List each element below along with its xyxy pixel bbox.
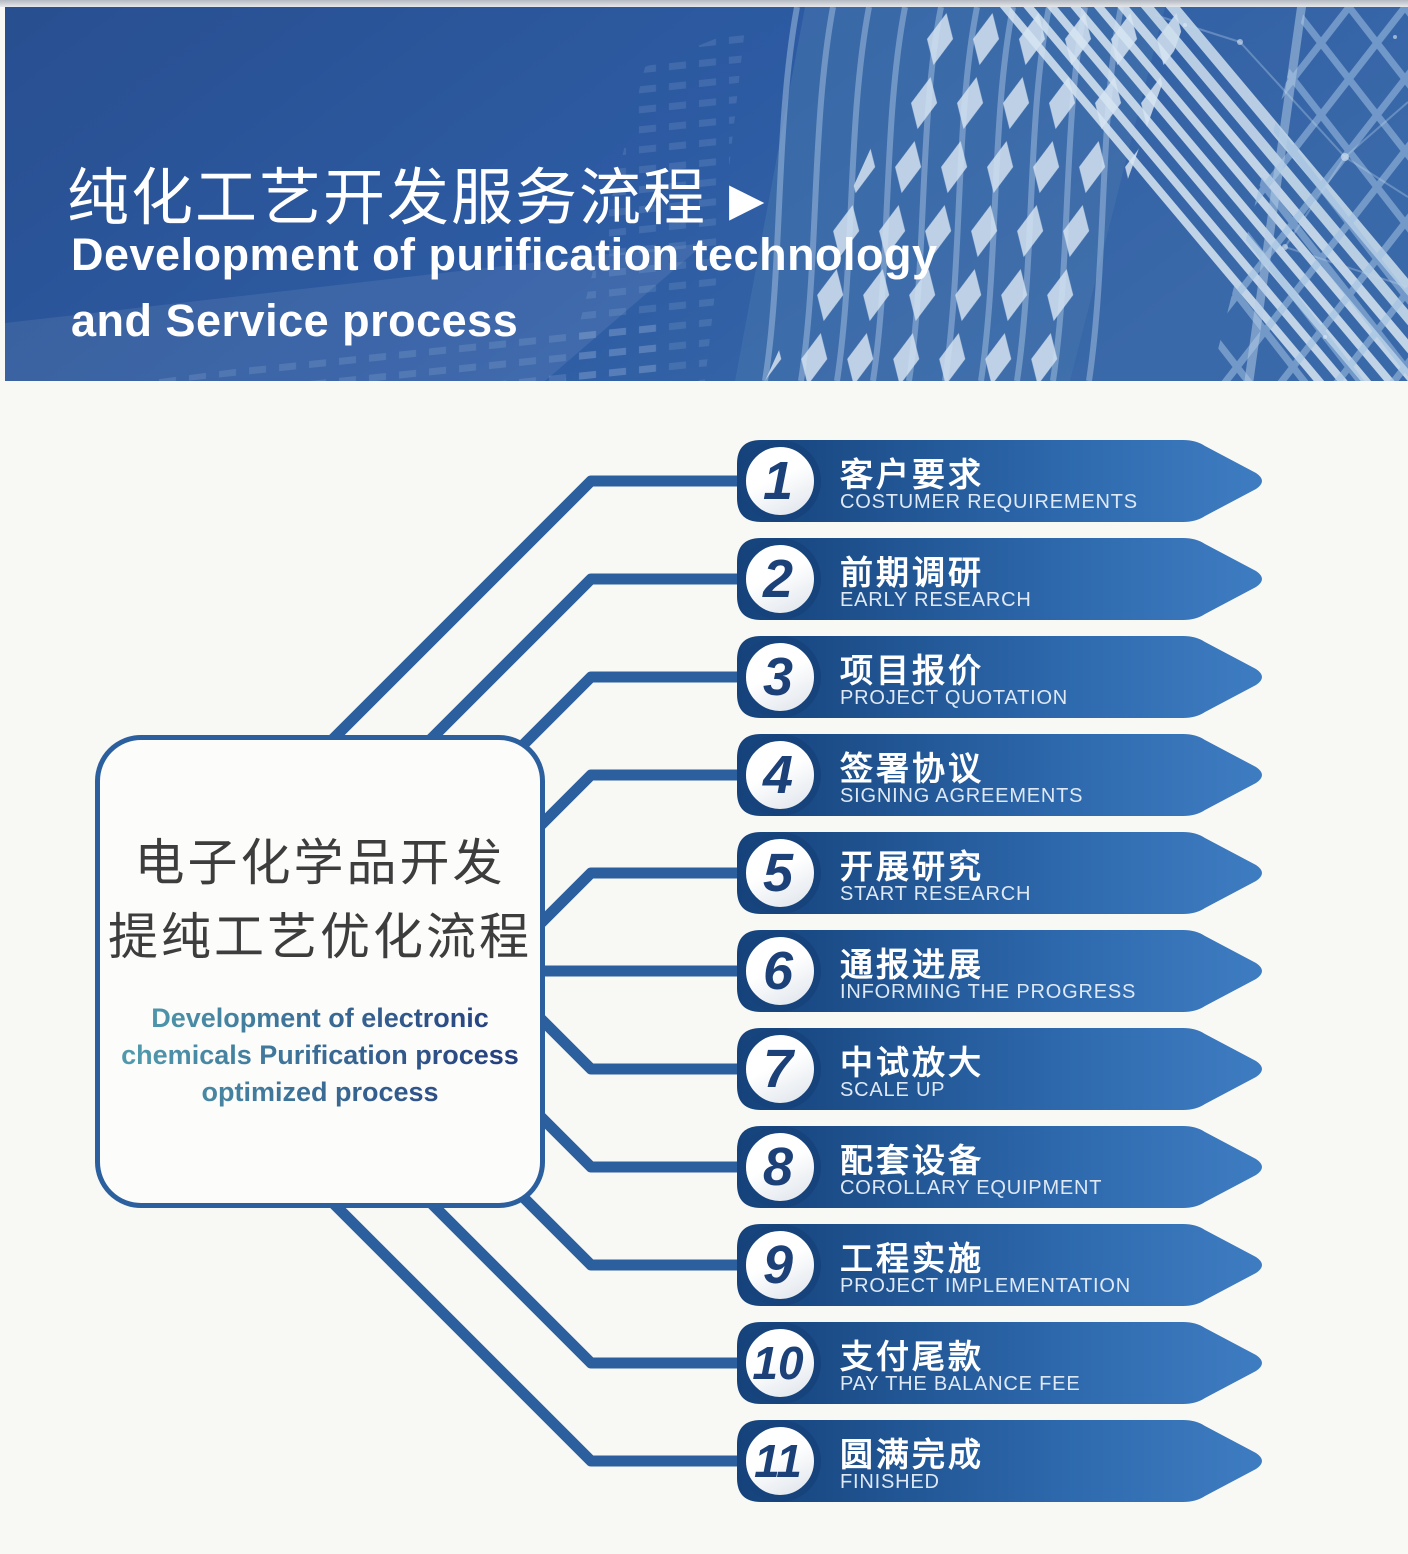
- step-number-badge: 2: [739, 538, 821, 620]
- step-number: 4: [762, 745, 794, 805]
- step-arrow-shape: [737, 636, 1269, 718]
- center-box-subtitle-en: Development of electronic chemicals Puri…: [100, 1000, 540, 1111]
- step-label-zh: 前期调研: [840, 554, 984, 591]
- step-label-zh: 通报进展: [840, 946, 984, 983]
- play-triangle-icon: ▶: [729, 173, 767, 225]
- step-arrow-shape: [737, 1028, 1269, 1110]
- step-number: 9: [762, 1235, 794, 1295]
- step-label-en: EARLY RESEARCH: [840, 589, 1032, 611]
- step-arrow-shape: [737, 538, 1269, 620]
- step-arrow-shape: [737, 832, 1269, 914]
- step-label-en: PROJECT IMPLEMENTATION: [840, 1275, 1131, 1297]
- step-label-zh: 中试放大: [840, 1044, 984, 1081]
- top-edge-strip: [0, 0, 1408, 7]
- step-number-badge: 11: [739, 1420, 821, 1502]
- step-arrow-shape: [737, 1420, 1269, 1502]
- header-banner: 纯化工艺开发服务流程 ▶ Development of purification …: [5, 7, 1408, 381]
- step-label-zh: 客户要求: [840, 456, 984, 493]
- step-number-badge: 5: [739, 832, 821, 914]
- step-number-badge: 1: [739, 440, 821, 522]
- step-label-zh: 支付尾款: [840, 1338, 984, 1375]
- step-arrow-shape: [737, 440, 1269, 522]
- step-number: 2: [762, 549, 794, 609]
- header-title-zh-text: 纯化工艺开发服务流程: [67, 164, 708, 233]
- step-number-badge: 10: [739, 1322, 821, 1404]
- header-title-zh: 纯化工艺开发服务流程 ▶: [67, 147, 766, 237]
- step-label-en: INFORMING THE PROGRESS: [840, 981, 1137, 1003]
- step-number: 7: [762, 1039, 794, 1099]
- step-label-zh: 圆满完成: [840, 1436, 984, 1473]
- step-arrow-shape: [737, 930, 1269, 1012]
- center-box-en-line1: Development of electronic: [151, 1003, 489, 1033]
- center-box-zh-line2: 提纯工艺优化流程: [108, 909, 532, 965]
- step-label-en: COROLLARY EQUIPMENT: [840, 1177, 1103, 1199]
- step-arrow-shape: [737, 1224, 1269, 1306]
- header-title-en-line1: Development of purification technology: [71, 229, 938, 280]
- connector-line-2: [391, 573, 800, 779]
- step-number-badge: 8: [739, 1126, 821, 1208]
- step-label-en: COSTUMER REQUIREMENTS: [840, 491, 1138, 513]
- step-number: 3: [762, 647, 794, 707]
- center-box-en-line3: optimized process: [201, 1077, 439, 1107]
- step-arrow-shape: [737, 734, 1269, 816]
- step-number-badge: 9: [739, 1224, 821, 1306]
- step-label-en: SCALE UP: [840, 1079, 946, 1101]
- step-number: 11: [754, 1435, 802, 1487]
- connector-line-9: [490, 1164, 800, 1271]
- center-box-en-line2: chemicals Purification process: [121, 1040, 519, 1070]
- step-number-badge: 3: [739, 636, 821, 718]
- step-number: 6: [762, 941, 794, 1001]
- center-box-zh-line1: 电子化学品开发: [134, 835, 506, 891]
- header-title-en-line2: and Service process: [71, 295, 519, 346]
- step-number: 8: [762, 1137, 794, 1197]
- step-label-en: FINISHED: [840, 1471, 940, 1493]
- connector-line-1: [293, 475, 800, 779]
- step-number-badge: 7: [739, 1028, 821, 1110]
- step-label-zh: 项目报价: [840, 652, 984, 689]
- connector-line-3: [489, 671, 800, 779]
- step-label-en: SIGNING AGREEMENTS: [840, 785, 1084, 807]
- step-label-en: START RESEARCH: [840, 883, 1032, 905]
- step-label-zh: 配套设备: [840, 1142, 984, 1179]
- step-number-badge: 4: [739, 734, 821, 816]
- step-arrow-shape: [737, 1322, 1269, 1404]
- step-number: 1: [762, 451, 794, 511]
- step-arrow-shape: [737, 1126, 1269, 1208]
- step-number-badge: 6: [739, 930, 821, 1012]
- step-label-en: PAY THE BALANCE FEE: [840, 1373, 1081, 1395]
- step-label-zh: 工程实施: [840, 1240, 984, 1277]
- header-titles: 纯化工艺开发服务流程 ▶ Development of purification …: [5, 7, 1408, 381]
- step-label-zh: 签署协议: [840, 750, 984, 787]
- step-number: 10: [752, 1337, 804, 1389]
- step-number: 5: [762, 843, 794, 903]
- connector-line-11: [294, 1164, 800, 1467]
- step-label-en: PROJECT QUOTATION: [840, 687, 1069, 709]
- connector-line-10: [392, 1164, 800, 1369]
- center-box-title-zh: 电子化学品开发 提纯工艺优化流程: [100, 826, 540, 974]
- center-box: 电子化学品开发 提纯工艺优化流程 Development of electron…: [95, 735, 545, 1208]
- header-decoration-graphic: [5, 7, 1408, 381]
- step-label-zh: 开展研究: [840, 848, 984, 885]
